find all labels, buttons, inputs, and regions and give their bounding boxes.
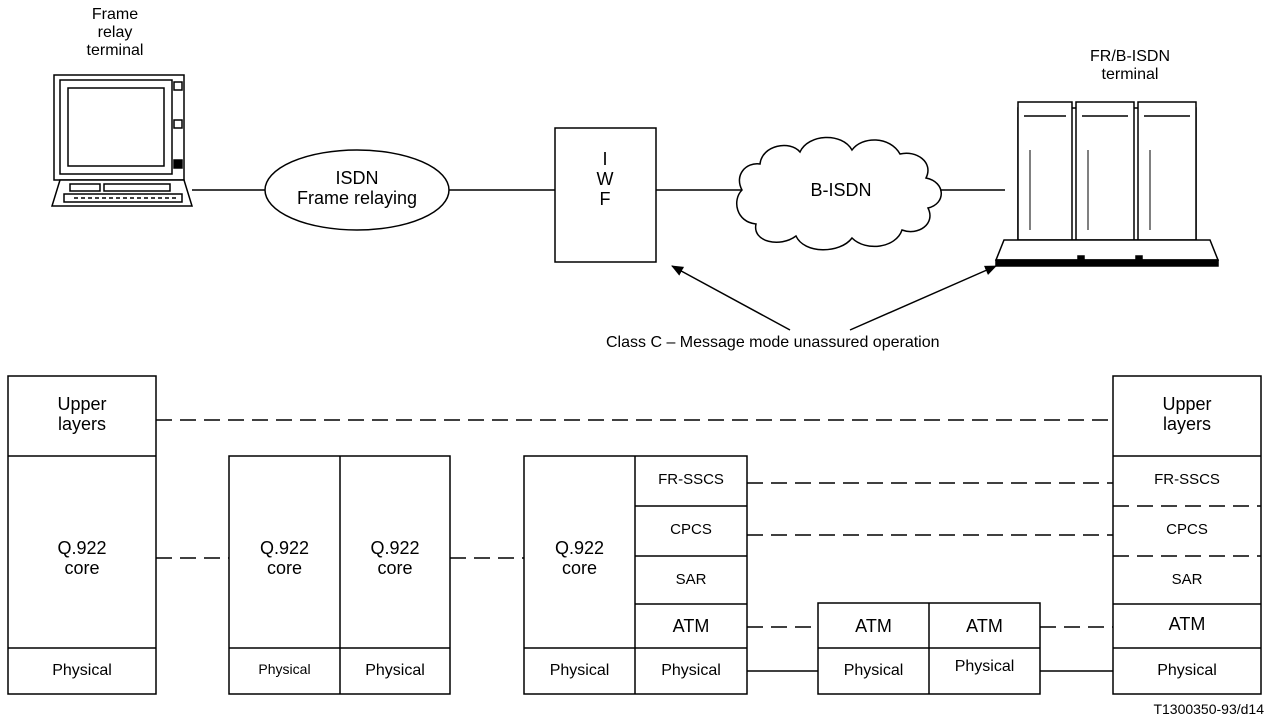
arrow-to-frb-terminal [849,265,997,331]
stack-5-fr-sscs: FR-SSCS [1154,471,1220,488]
peer-connections [156,419,1113,628]
stack-5-atm: ATM [1168,614,1206,634]
arrow-to-iwf [671,265,791,331]
stack-2-physical-right: Physical [365,662,425,679]
stack-4-physical-right: Physical [954,658,1015,675]
stack-4-atm-right: ATM [966,616,1003,636]
stack-3-atm: ATM [672,616,710,636]
stack-4-atm-left: ATM [855,616,892,636]
stack-5-frame [1112,375,1262,695]
stack-5-sar: SAR [1171,571,1203,588]
bisdn-cloud [736,136,942,251]
class-label: Class C – Message mode unassured operati… [606,334,940,351]
stack-5-physical: Physical [1157,662,1217,679]
stack-3-fr-sscs: FR-SSCS [658,471,724,488]
figure-id: T1300350-93/d14 [1153,701,1264,717]
stack-2-physical-left: Physical [258,661,311,677]
stack-3-physical-right: Physical [661,662,721,679]
bisdn-label: B-ISDN [810,180,872,200]
iwf-box [554,127,657,263]
stack-3-cpcs: CPCS [670,521,712,538]
stack-1-physical: Physical [52,662,112,679]
stack-3-sar: SAR [675,571,707,588]
stack-1-frame [7,375,157,695]
stack-5-cpcs: CPCS [1166,521,1208,538]
stack-3-physical-left: Physical [549,662,610,679]
computer-terminal-icon [50,74,194,207]
stack-4-physical-left: Physical [843,662,904,679]
server-rack-icon [994,101,1220,267]
